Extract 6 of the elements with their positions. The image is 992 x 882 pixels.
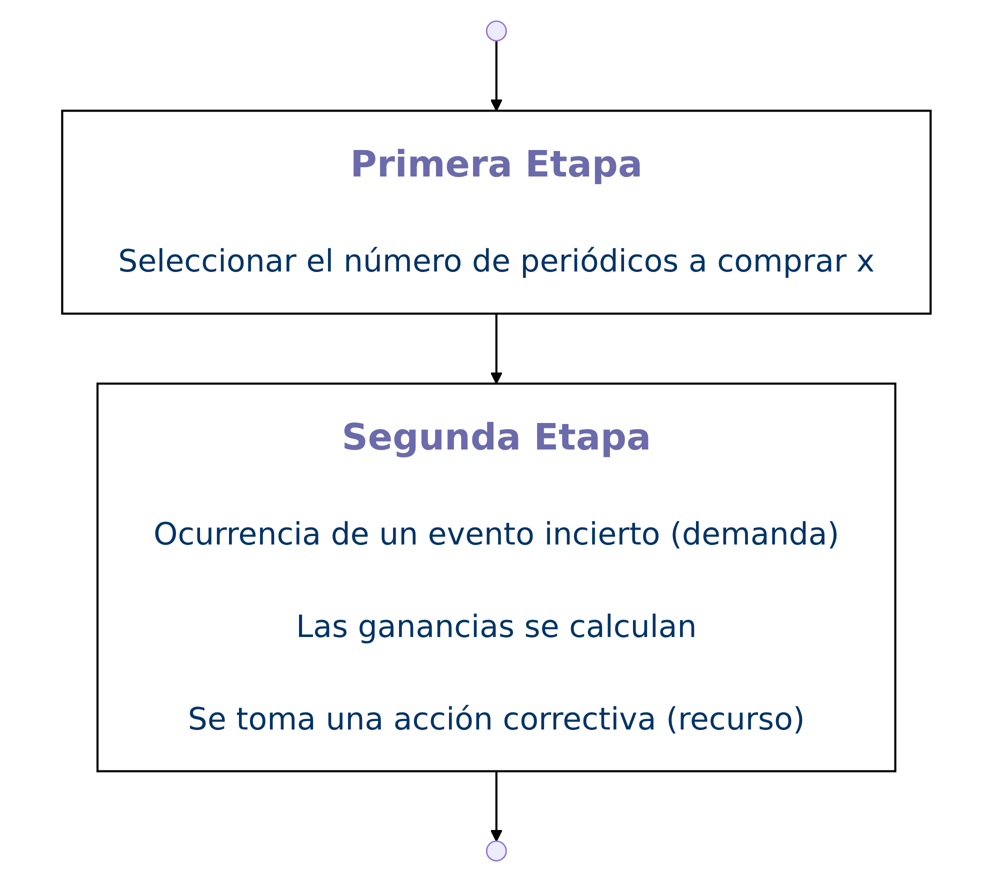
node-box [60,110,932,315]
flowchart-diagram: Primera Etapa Seleccionar el número de periódicos a comprar x Segunda Etapa Ocurrencia de un evento incierto (demanda) Las ganancias se calculan Se toma una acción correctiva (recurso) [50,10,942,872]
arrow [490,771,502,842]
arrow [490,314,502,384]
arrow [490,40,502,112]
node-box [96,382,896,772]
